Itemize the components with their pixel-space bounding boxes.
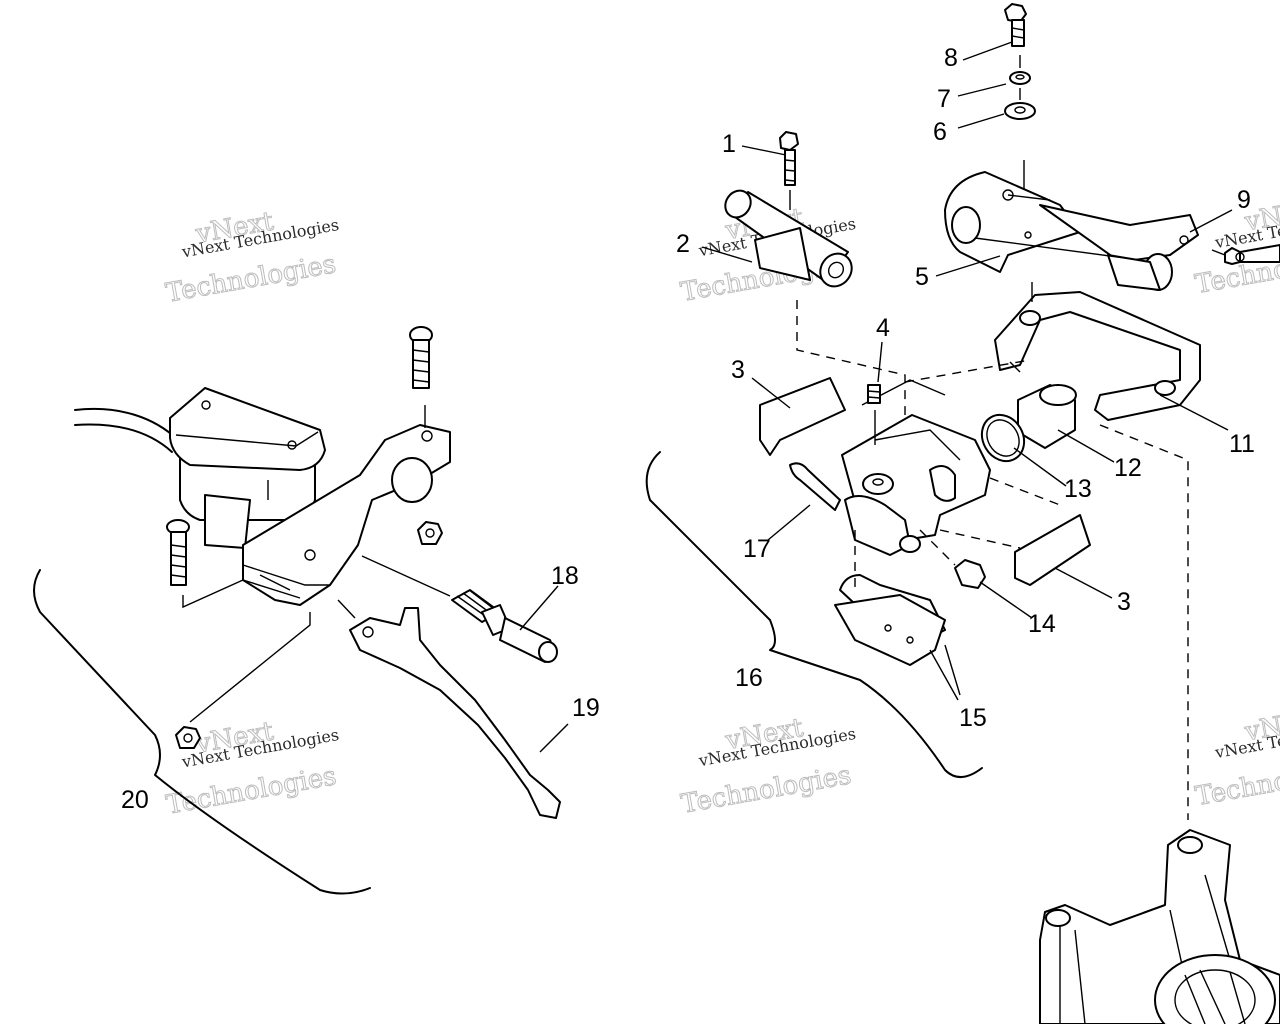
clamp-nut: [417, 521, 443, 545]
bolt-8: [1004, 3, 1027, 47]
reservoir-cap: [169, 387, 326, 471]
brake-pads-15: [834, 574, 961, 701]
callout-9: 9: [1237, 186, 1251, 214]
pin-17: [789, 462, 841, 511]
group-bracket-left: [33, 569, 371, 895]
shim-3-bottom: [1014, 514, 1091, 586]
callout-6: 6: [933, 118, 947, 146]
washer-7: [1009, 71, 1031, 85]
spindle-housing: [1039, 829, 1280, 1024]
callout-8: 8: [944, 44, 958, 72]
callout-14: 14: [1028, 610, 1056, 638]
callout-11: 11: [1229, 430, 1255, 458]
caliper-assembly: [645, 3, 1280, 820]
lever-nut: [175, 726, 201, 749]
washer-6: [1004, 102, 1036, 120]
callout-2: 2: [676, 230, 690, 258]
clamp-screw-top: [409, 326, 433, 428]
master-cylinder-assembly: [33, 326, 561, 895]
callout-7: 7: [937, 85, 951, 113]
callout-17: 17: [743, 535, 771, 563]
seal-13: [980, 413, 1026, 463]
bolt-9: [1211, 244, 1280, 265]
callout-labels: 1 2 3 3 4 5 6 7 8 9 11 12 13 14 15 16 17…: [121, 44, 1255, 814]
callout-5: 5: [915, 263, 929, 291]
callout-1: 1: [722, 130, 736, 158]
watermark-1: vNext vNext Technologies Technologies: [163, 206, 340, 309]
watermark-5: vNext vNext Technologies Technologies: [678, 712, 857, 820]
caliper-bracket-5: [944, 171, 1199, 291]
svg-text:Technologies: Technologies: [1193, 753, 1280, 812]
callout-18: 18: [551, 562, 579, 590]
watermark-6: vNext vNext Technologies Technologies: [1193, 704, 1280, 813]
watermark-4: vNext vNext Technologies Technologies: [163, 716, 340, 821]
group-bracket-right: [645, 451, 983, 778]
callout-4: 4: [876, 314, 890, 342]
callout-3-top: 3: [731, 356, 745, 384]
brake-line-2: [724, 189, 853, 288]
callout-15: 15: [959, 704, 987, 732]
nut-14: [954, 559, 986, 589]
callout-3-bottom: 3: [1117, 588, 1131, 616]
shim-3-top: [759, 377, 846, 456]
callout-20: 20: [121, 786, 149, 814]
callout-13: 13: [1064, 475, 1092, 503]
leader-lines: [519, 41, 1233, 753]
watermark-3: vNext vNext Technologies Technologies: [1192, 194, 1280, 301]
callout-16: 16: [735, 664, 763, 692]
bolt-1: [779, 131, 799, 210]
callout-19: 19: [572, 694, 600, 722]
piston-12: [1017, 384, 1077, 449]
brake-lever: [349, 607, 561, 819]
clamp-screw-left: [166, 519, 244, 609]
mount-bracket-11: [994, 282, 1201, 421]
callout-12: 12: [1114, 454, 1142, 482]
caliper-body: [841, 379, 991, 556]
pushrod-assembly: [337, 555, 558, 663]
bleeder-4: [867, 384, 881, 445]
